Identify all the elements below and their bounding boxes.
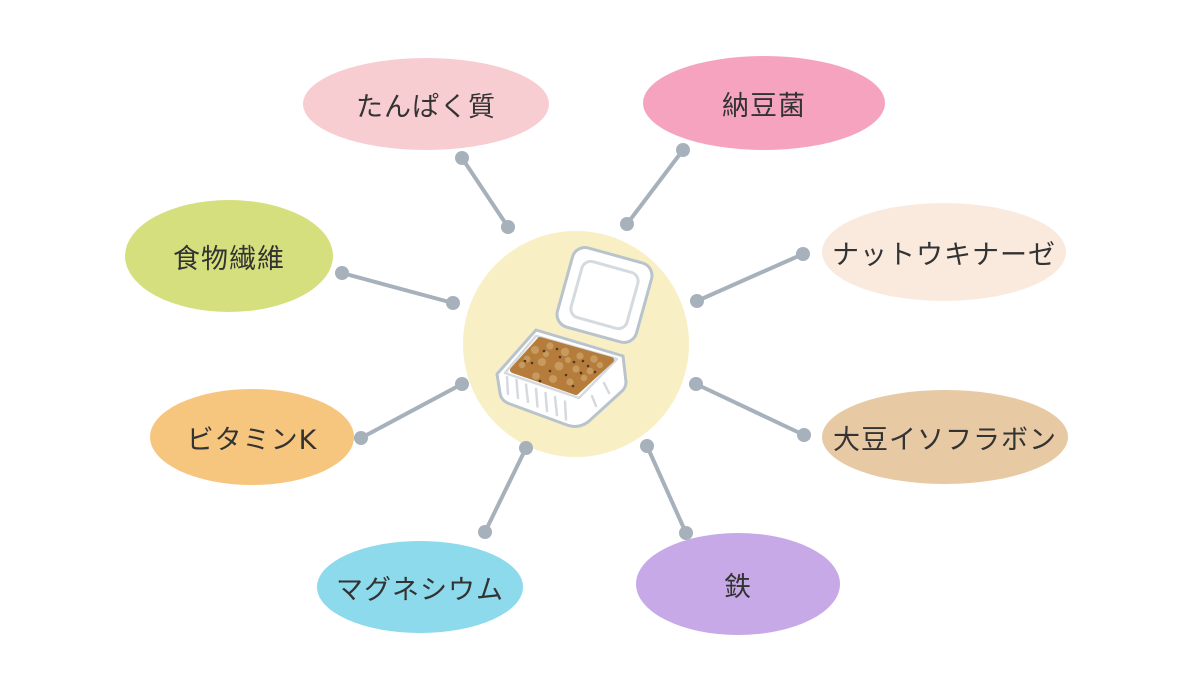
bubble-soy-isoflavone: 大豆イソフラボン — [822, 390, 1068, 484]
connector-dot-dietary-fiber-inner — [446, 296, 460, 310]
connector-dot-nattokinase-inner — [690, 294, 704, 308]
connector-dot-magnesium-outer — [478, 525, 492, 539]
connector-line-nattokinase — [696, 252, 804, 303]
bubble-iron-label: 鉄 — [724, 571, 752, 603]
bubble-vitamin-k-label: ビタミンK — [186, 424, 318, 456]
connector-dot-dietary-fiber-outer — [335, 266, 349, 280]
tray-ridges — [505, 375, 611, 421]
connector-dot-soy-isoflavone-inner — [689, 377, 703, 391]
bubble-magnesium-label: マグネシウム — [336, 574, 504, 606]
connector-dot-vitamin-k-inner — [455, 377, 469, 391]
bubble-vitamin-k: ビタミンK — [150, 389, 354, 485]
pack-rim-line — [503, 334, 619, 400]
connector-line-natto-bacteria — [625, 148, 685, 226]
connector-line-iron — [645, 445, 688, 534]
connector-dot-iron-inner — [640, 439, 654, 453]
bubble-nattokinase-label: ナットウキナーゼ — [832, 239, 1056, 271]
center-circle — [463, 231, 689, 457]
connector-dot-natto-bacteria-inner — [620, 217, 634, 231]
connector-line-dietary-fiber — [341, 271, 454, 305]
connector-dot-nattokinase-outer — [796, 247, 810, 261]
pack-lid-inner-line — [569, 259, 640, 331]
bean-highlights — [518, 342, 604, 386]
natto-specks — [523, 347, 597, 388]
pack-lid — [555, 246, 654, 344]
bubble-dietary-fiber: 食物繊維 — [125, 200, 333, 312]
bubble-nattokinase: ナットウキナーゼ — [822, 203, 1066, 301]
connector-dot-protein-outer — [455, 151, 469, 165]
bubble-magnesium: マグネシウム — [317, 541, 523, 633]
connector-dot-vitamin-k-outer — [354, 431, 368, 445]
connector-line-magnesium — [483, 447, 528, 533]
connector-dot-protein-inner — [501, 220, 515, 234]
bubble-iron: 鉄 — [636, 533, 840, 635]
pack-tray — [495, 328, 628, 428]
natto-pack-icon — [495, 246, 654, 428]
connector-line-soy-isoflavone — [695, 382, 805, 437]
natto-beans-surface — [510, 337, 614, 395]
connector-line-vitamin-k — [360, 382, 463, 440]
bubble-protein: たんぱく質 — [303, 58, 549, 150]
bubble-protein-label: たんぱく質 — [356, 91, 496, 123]
connector-line-protein — [460, 156, 510, 229]
connector-dot-soy-isoflavone-outer — [797, 428, 811, 442]
connector-dot-magnesium-inner — [519, 441, 533, 455]
bubble-natto-bacteria-label: 納豆菌 — [722, 90, 806, 122]
connector-dot-natto-bacteria-outer — [676, 143, 690, 157]
bubble-natto-bacteria: 納豆菌 — [643, 56, 885, 150]
connector-layer — [335, 143, 811, 540]
bubble-dietary-fiber-label: 食物繊維 — [173, 243, 285, 275]
bubble-soy-isoflavone-label: 大豆イソフラボン — [833, 424, 1057, 456]
